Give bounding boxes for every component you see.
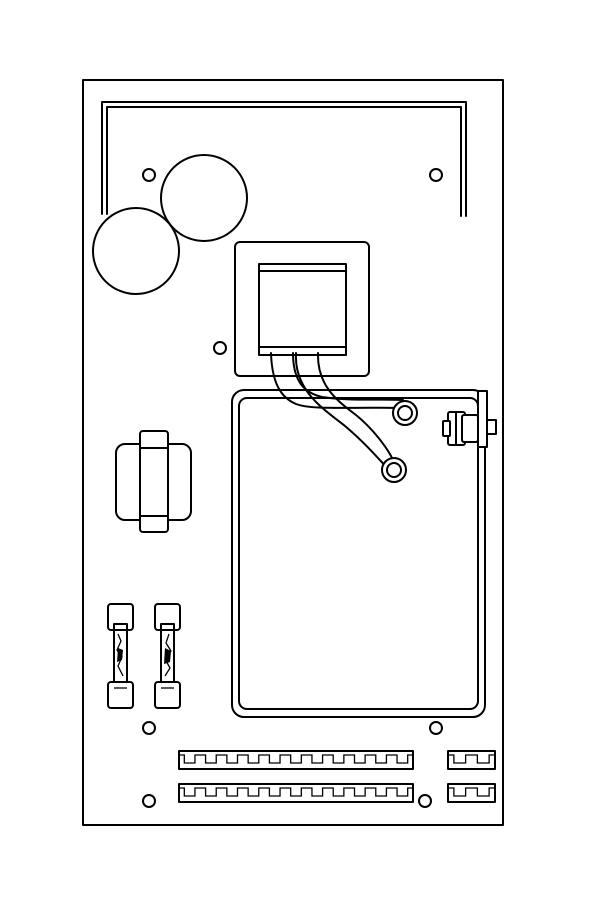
top-bracket bbox=[101, 101, 467, 217]
terminal-strip-top-right bbox=[447, 750, 496, 770]
mounting-hole bbox=[429, 168, 443, 182]
terminal-strip-top-left bbox=[178, 750, 414, 770]
terminal-strip-body bbox=[447, 750, 496, 770]
mounting-hole bbox=[142, 794, 156, 808]
transformer-wires bbox=[270, 352, 404, 471]
terminal-strip-bottom-left bbox=[178, 783, 414, 803]
capacitor-lower bbox=[92, 207, 180, 295]
inductor bbox=[115, 430, 192, 533]
relay-terminals bbox=[381, 400, 418, 483]
terminal-strip-body bbox=[178, 750, 414, 770]
mounting-bracket-nut bbox=[442, 390, 497, 448]
terminal-strip-bottom-right bbox=[447, 783, 496, 803]
mounting-hole bbox=[418, 794, 432, 808]
terminal-strip-body bbox=[447, 783, 496, 803]
terminal-pins bbox=[448, 754, 495, 764]
terminal-pins bbox=[448, 787, 495, 797]
mounting-hole bbox=[213, 341, 227, 355]
capacitor-upper bbox=[160, 154, 248, 242]
board-outline bbox=[82, 79, 504, 826]
terminal-pins bbox=[179, 787, 413, 797]
fuse-left bbox=[107, 603, 134, 709]
relay-housing bbox=[231, 389, 486, 718]
mounting-hole bbox=[142, 168, 156, 182]
terminal-grommet bbox=[381, 457, 407, 483]
mounting-hole bbox=[142, 721, 156, 735]
transformer bbox=[234, 241, 370, 377]
terminal-pins bbox=[179, 754, 413, 764]
mounting-holes bbox=[142, 168, 443, 808]
terminal-strip-body bbox=[178, 783, 414, 803]
fuse-right bbox=[154, 603, 181, 709]
capacitors bbox=[92, 154, 248, 295]
mounting-hole bbox=[429, 721, 443, 735]
terminal-grommet bbox=[386, 462, 402, 478]
terminal-grommet bbox=[392, 400, 418, 426]
terminal-grommet bbox=[397, 405, 413, 421]
